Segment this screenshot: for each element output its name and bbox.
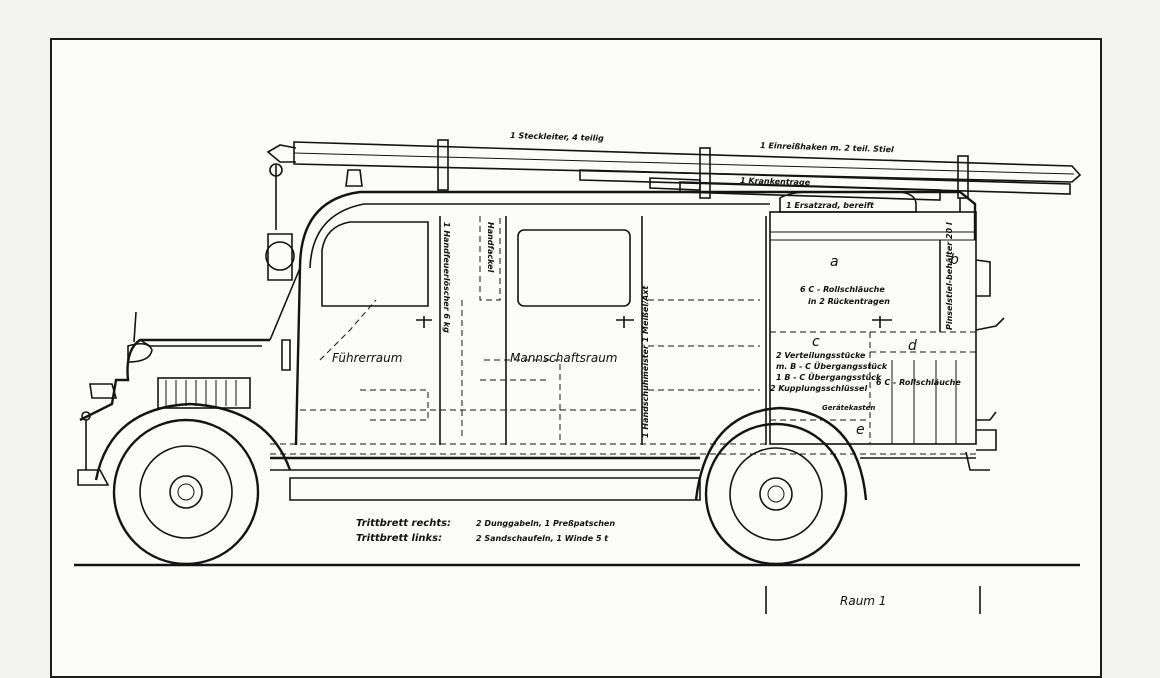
compartment-b-text: Pinselstiel-behälter 20 l: [945, 222, 954, 330]
compartment-c-line-2: m. B - C Übergangsstück: [776, 361, 888, 371]
rear-compartment: [769, 191, 1005, 471]
stretcher-label: 1 Krankentrage: [740, 176, 811, 187]
step-left-items: 2 Sandschaufeln, 1 Winde 5 t: [476, 534, 609, 543]
tool-box-label: Gerätekasten: [822, 404, 875, 412]
cab-label: Führerraum: [332, 351, 402, 365]
compartment-d-letter: d: [908, 338, 917, 354]
rear-wheel: [694, 406, 868, 566]
cab-body: [77, 190, 977, 486]
space-label: Raum 1: [840, 594, 886, 608]
stretcher: [679, 181, 941, 201]
fire-truck-drawing: 1 Steckleiter, 4 teilig 1 Einreißhaken m…: [74, 131, 1082, 614]
compartment-a-letter: a: [830, 254, 839, 270]
hook-label: 1 Einreißhaken m. 2 teil. Stiel: [760, 141, 894, 154]
extinguisher-label: 1 Handfeuerlöscher 6 kg: [442, 222, 451, 333]
hook-pole: [579, 169, 1071, 195]
grille-lines: [165, 380, 237, 406]
gloves-label: 1 Handschuhmeister 1 Meißel/Axt: [641, 285, 650, 438]
step-right-items: 2 Dunggabeln, 1 Preßpatschen: [476, 519, 615, 528]
compartment-c-line-4: 2 Kupplungsschlüssel: [770, 384, 867, 393]
compartment-b-letter: b: [950, 252, 959, 268]
front-wheel: [94, 402, 292, 566]
drawing-frame: [50, 38, 1102, 678]
hose-small-label: Handfackel: [486, 222, 495, 273]
crew-label: Mannschaftsraum: [510, 351, 618, 365]
compartment-c-line-1: 2 Verteilungsstücke: [776, 351, 866, 360]
cab-window: [321, 221, 429, 307]
compartment-c-letter: c: [812, 334, 820, 350]
compartment-a-text-2: in 2 Rückentragen: [808, 297, 890, 306]
interior-dashes: [270, 216, 980, 455]
ladder-label: 1 Steckleiter, 4 teilig: [510, 131, 604, 143]
crew-window: [517, 229, 631, 307]
compartment-d-text: 6 C - Rollschläuche: [876, 378, 961, 387]
step-right-label: Trittbrett rechts:: [356, 518, 451, 529]
chassis: [270, 456, 976, 501]
compartment-a-text-1: 6 C - Rollschläuche: [800, 285, 885, 294]
lamp-pole: [265, 163, 363, 281]
doors: [281, 216, 892, 445]
step-left-label: Trittbrett links:: [356, 533, 442, 544]
compartment-c-line-3: 1 B - C Übergangsstück: [776, 372, 882, 382]
roof-ladder: [266, 139, 1082, 199]
spare-wheel-label: 1 Ersatzrad, bereift: [786, 201, 875, 210]
compartment-e-letter: e: [856, 422, 865, 438]
